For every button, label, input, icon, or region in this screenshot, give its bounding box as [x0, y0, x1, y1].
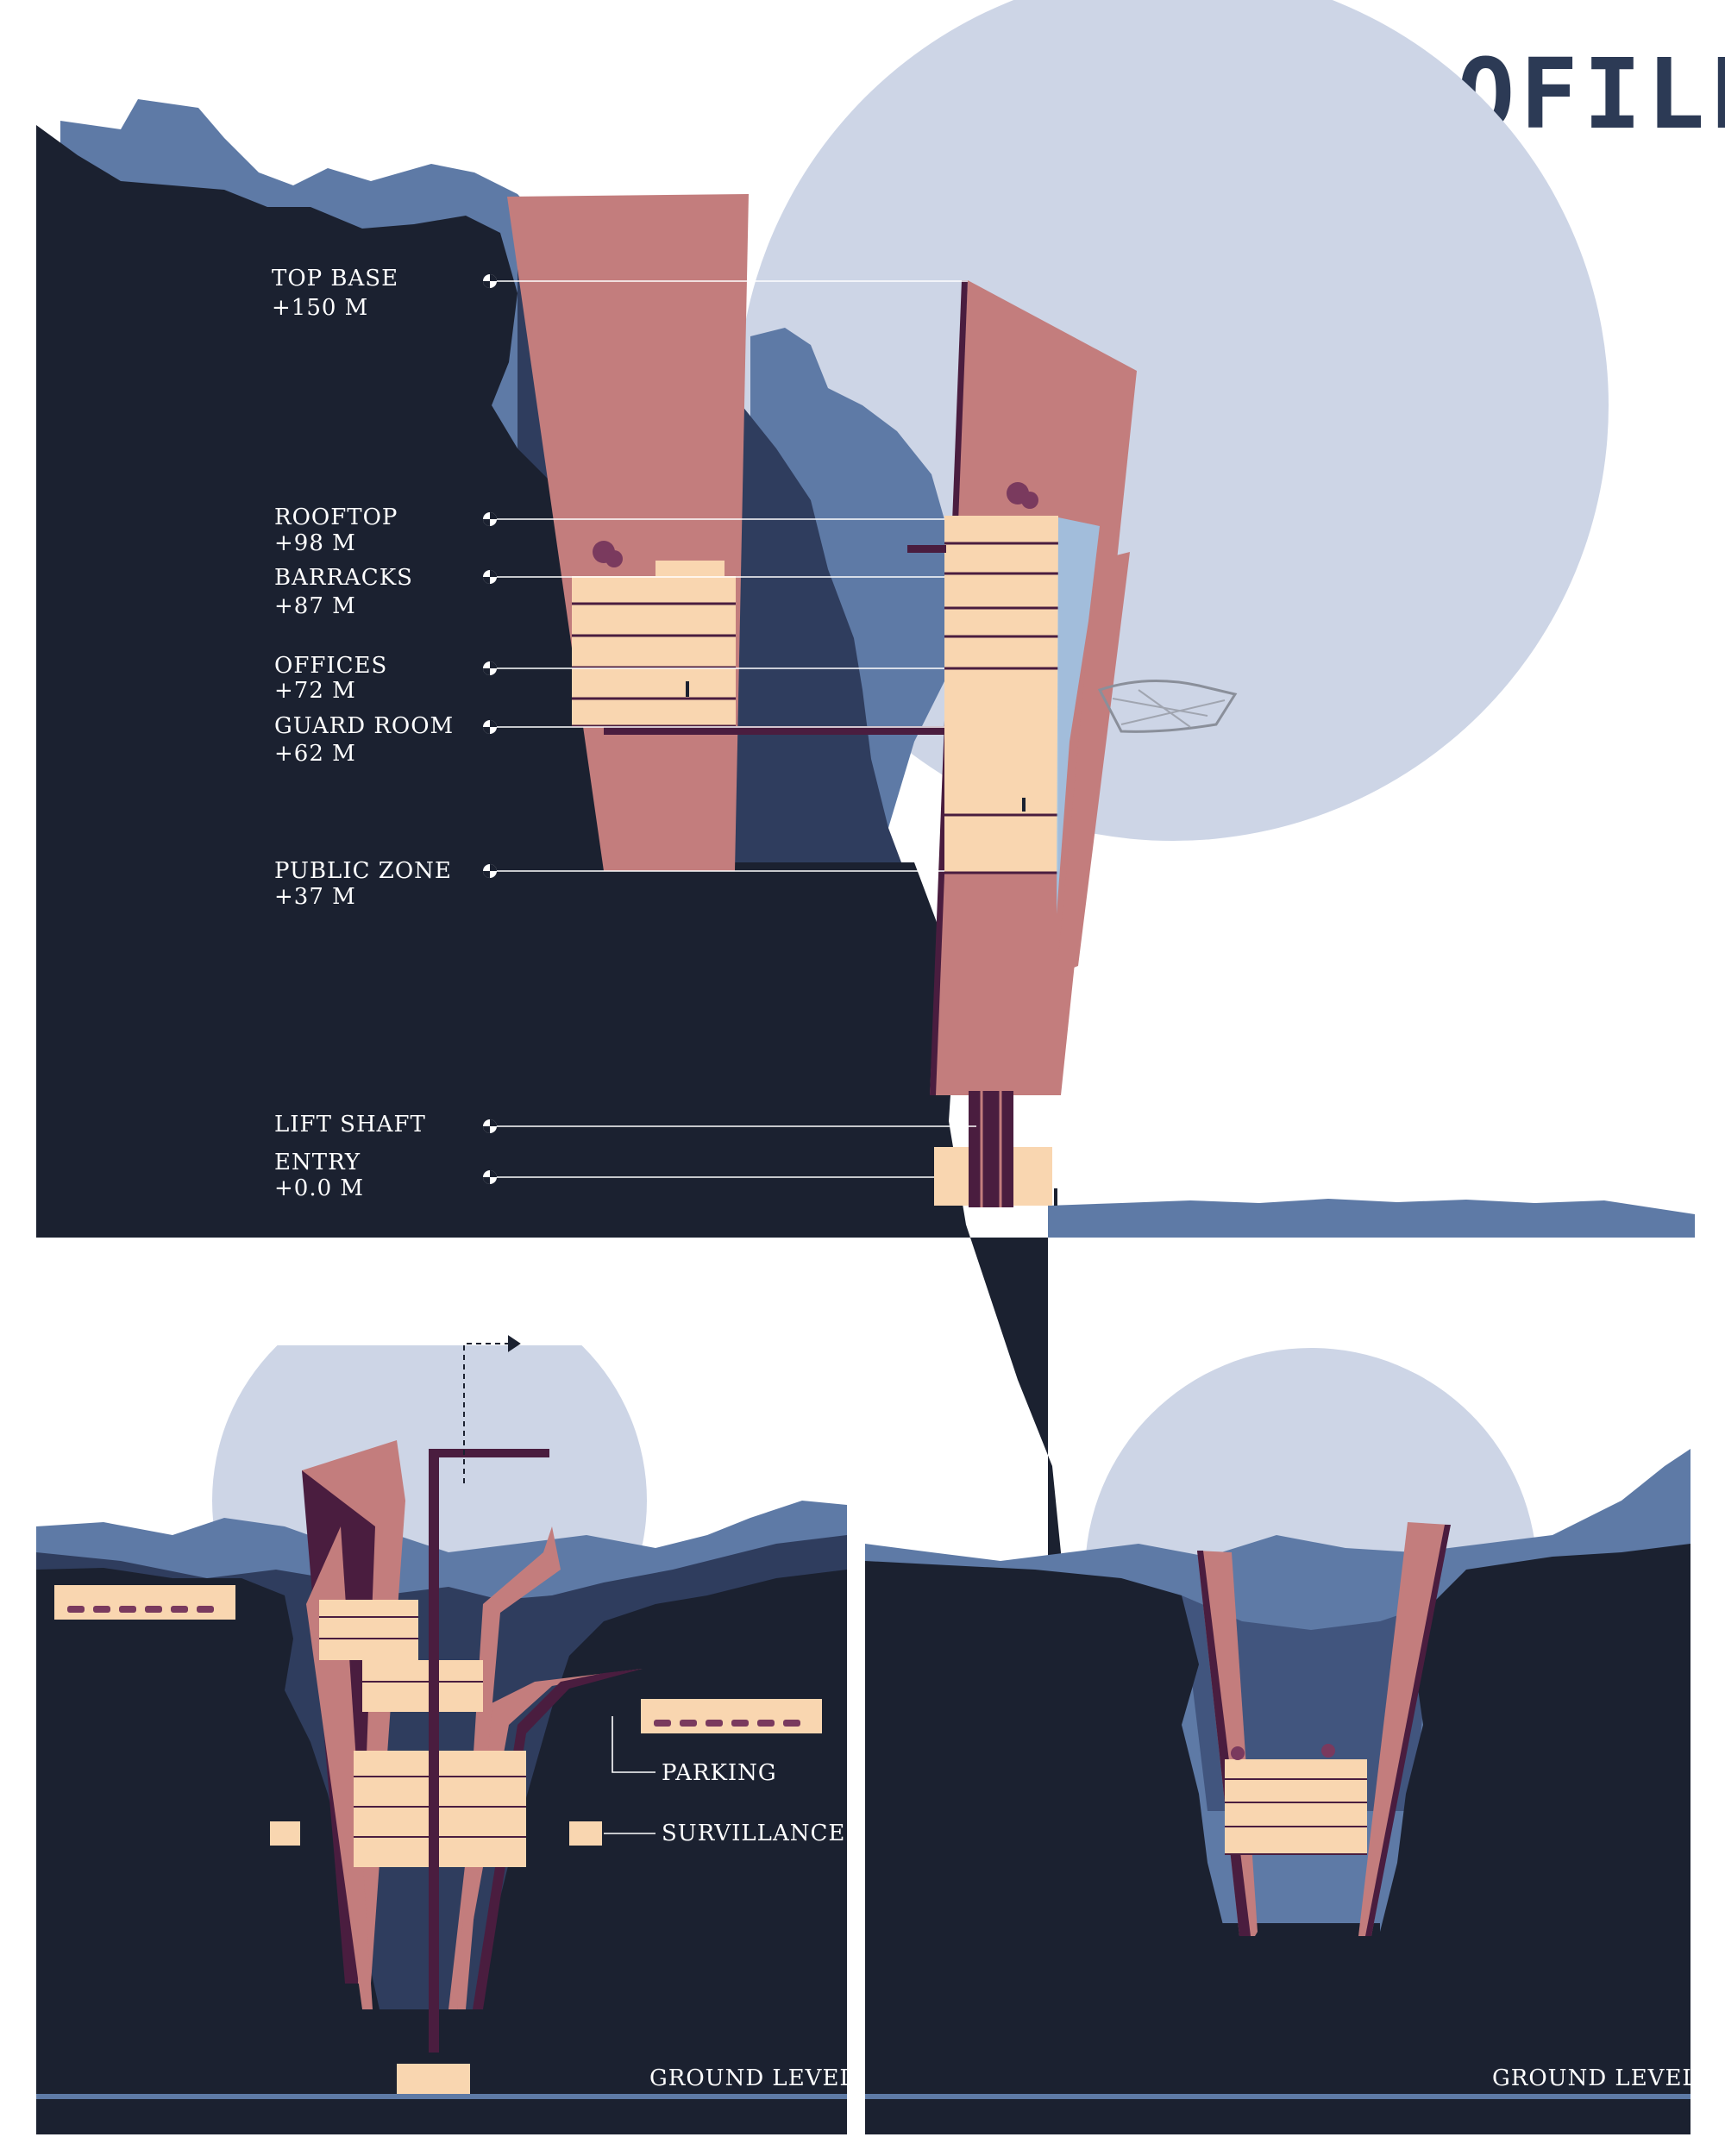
- level-name: OFFICES: [274, 653, 387, 679]
- ground-line: [36, 2094, 847, 2099]
- level-elevation: +150 M: [272, 295, 368, 321]
- surveillance-post: [569, 1821, 602, 1846]
- level-elevation: +72 M: [274, 678, 356, 704]
- level-elevation: +98 M: [274, 530, 356, 556]
- surveillance-post: [270, 1821, 300, 1846]
- level-name: GUARD ROOM: [274, 713, 454, 739]
- tree-icon: [1231, 1744, 1335, 1760]
- right-building-floors: [944, 542, 1058, 874]
- lift-spine: [429, 1449, 439, 2053]
- level-elevation: +62 M: [274, 741, 356, 767]
- v-building: [1225, 1759, 1367, 1854]
- lift-shaft: [969, 1091, 1013, 1207]
- car-icon: [67, 1606, 800, 1727]
- level-name: TOP BASE: [272, 266, 398, 291]
- level-labels: TOP BASE +150 M ROOFTOP +98 M BARRACKS +…: [272, 266, 454, 1201]
- ground-level-label: GROUND LEVEL: [649, 2065, 856, 2091]
- cantilever-deck: [1097, 680, 1238, 733]
- spine-canopy: [429, 1449, 549, 1457]
- level-name: ENTRY: [274, 1150, 361, 1175]
- ground-level-label: GROUND LEVEL: [1492, 2065, 1698, 2091]
- level-elevation: +37 M: [274, 884, 356, 910]
- surveillance-label: SURVILLANCE: [662, 1821, 845, 1846]
- level-name: ROOFTOP: [274, 505, 398, 530]
- level-leaders: [490, 280, 976, 1178]
- ground-line: [865, 2094, 1690, 2099]
- parking-block: [54, 1585, 235, 1620]
- guard-bridge: [604, 726, 949, 735]
- entry-block-right: [1013, 1147, 1052, 1206]
- entry-block-left: [934, 1147, 969, 1206]
- right-cliff: [1363, 1544, 1690, 2134]
- section-panel-left: PARKING SURVILLANCE GROUND LEVEL: [36, 1335, 856, 2134]
- right-building: [944, 516, 1058, 874]
- rooftop-pavilion: [656, 561, 724, 576]
- left-building: [572, 576, 736, 727]
- main-cliff: [36, 125, 1070, 1811]
- lower-building: [354, 1751, 526, 1867]
- ground-strip: [1048, 1199, 1695, 1238]
- parking-block: [641, 1699, 822, 1733]
- upper-building: [319, 1600, 418, 1660]
- glass-facade: [1057, 517, 1100, 914]
- section-panel-right: GROUND LEVEL: [865, 1348, 1698, 2134]
- level-name: LIFT SHAFT: [274, 1112, 426, 1138]
- fin-right-upper: [457, 1526, 561, 2009]
- left-cliff: [865, 1561, 1242, 2134]
- entry-block: [397, 2064, 470, 2094]
- tree-icon: [593, 482, 1038, 567]
- person-icon: [686, 681, 1057, 1206]
- section-arrow-icon: [463, 1335, 521, 1483]
- left-cliff: [36, 1568, 388, 2134]
- parking-label: PARKING: [662, 1760, 777, 1786]
- mid-building: [362, 1660, 483, 1712]
- level-elevation: +0.0 M: [274, 1175, 364, 1201]
- level-name: BARRACKS: [274, 565, 413, 591]
- main-section: TOP BASE +150 M ROOFTOP +98 M BARRACKS +…: [36, 0, 1695, 1811]
- level-elevation: +87 M: [274, 593, 356, 619]
- rear-fin: [1057, 552, 1130, 975]
- level-name: PUBLIC ZONE: [274, 858, 452, 884]
- balcony-slab: [907, 545, 946, 553]
